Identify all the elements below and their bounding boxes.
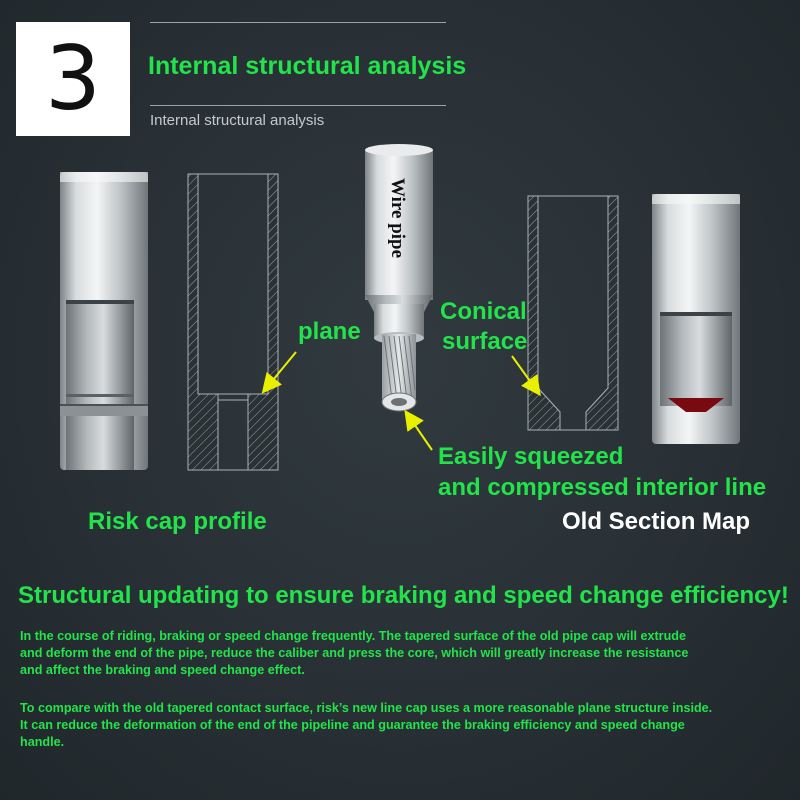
- section-number: 3: [45, 27, 101, 130]
- risk-cap-3d: [60, 172, 148, 470]
- old-section-profile: [527, 195, 619, 431]
- risk-cap-profile: [187, 173, 279, 471]
- conical-label-line2: surface: [442, 328, 528, 355]
- paragraph-1-line: and affect the braking and speed change …: [20, 663, 305, 677]
- paragraph-1-line: In the course of riding, braking or spee…: [20, 629, 686, 643]
- annotation-arrows: [261, 351, 541, 451]
- old-cap-cone-highlight: [668, 398, 724, 412]
- paragraph-1: In the course of riding, braking or spee…: [20, 628, 790, 679]
- paragraph-2-line: handle.: [20, 735, 65, 749]
- paragraph-2-line: It can reduce the deformation of the end…: [20, 718, 685, 732]
- header-bottom-rule: [150, 105, 446, 106]
- plane-label: plane: [298, 318, 361, 345]
- paragraph-2: To compare with the old tapered contact …: [20, 700, 790, 751]
- conical-arrow: [511, 355, 541, 397]
- squeezed-label-line2: and compressed interior line: [438, 474, 767, 501]
- paragraph-1-line: and deform the end of the pipe, reduce t…: [20, 646, 689, 660]
- conical-label-line1: Conical: [440, 298, 527, 325]
- wire-pipe-assembly: [365, 144, 433, 412]
- old-section-map-label: Old Section Map: [562, 508, 751, 535]
- wire-pipe-label: Wire pipe: [387, 178, 408, 258]
- squeezed-arrow: [404, 409, 433, 451]
- squeezed-label-line1: Easily squeezed: [438, 443, 624, 470]
- section-title: Internal structural analysis: [148, 52, 467, 80]
- headline: Structural updating to ensure braking an…: [18, 582, 789, 609]
- risk-cap-profile-label: Risk cap profile: [88, 508, 267, 535]
- plane-arrow: [261, 351, 297, 394]
- section-number-box: 3: [16, 22, 130, 136]
- paragraph-2-line: To compare with the old tapered contact …: [20, 701, 713, 715]
- section-subtitle: Internal structural analysis: [150, 112, 325, 129]
- header-top-rule: [150, 22, 446, 23]
- old-cap-3d: [652, 194, 740, 444]
